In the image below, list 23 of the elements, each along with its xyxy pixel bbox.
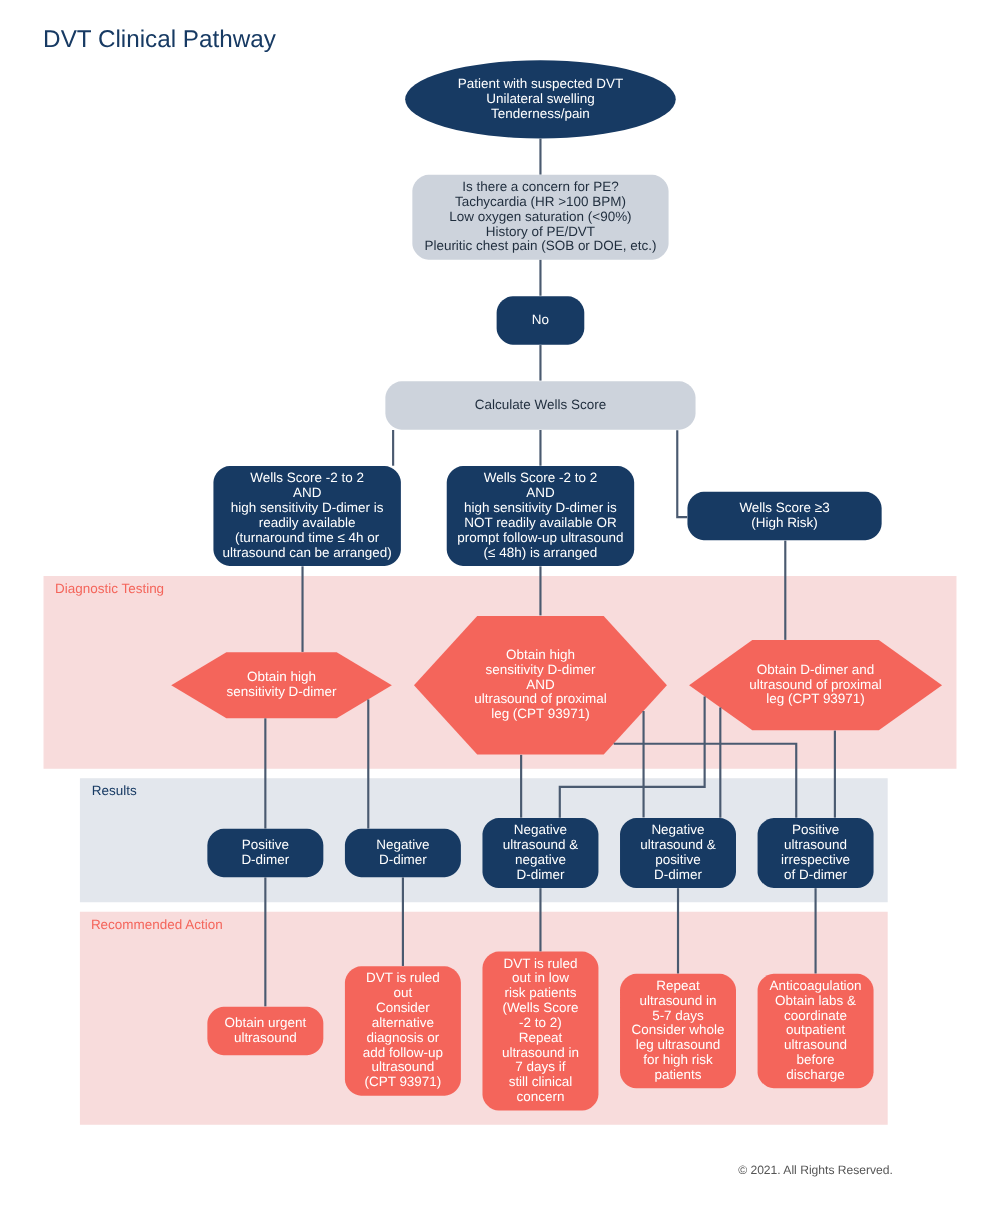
connector [833, 730, 836, 818]
connector [676, 888, 680, 974]
connector [539, 345, 542, 381]
connector [539, 566, 542, 616]
connector [401, 877, 404, 966]
connector [719, 707, 722, 818]
connector [392, 430, 395, 466]
connector [264, 877, 267, 1007]
connector [814, 888, 817, 974]
connector [539, 138, 542, 175]
connector [520, 754, 523, 818]
connector [558, 696, 706, 818]
connector [539, 430, 542, 466]
connector [613, 742, 798, 818]
connector [367, 699, 370, 829]
connector [539, 888, 542, 952]
connector [264, 718, 267, 829]
connector [301, 566, 304, 652]
connector [539, 259, 542, 296]
connector [784, 540, 787, 640]
connector [676, 430, 688, 519]
connector [642, 711, 645, 818]
diagram-title: DVT Clinical Pathway [43, 25, 276, 54]
